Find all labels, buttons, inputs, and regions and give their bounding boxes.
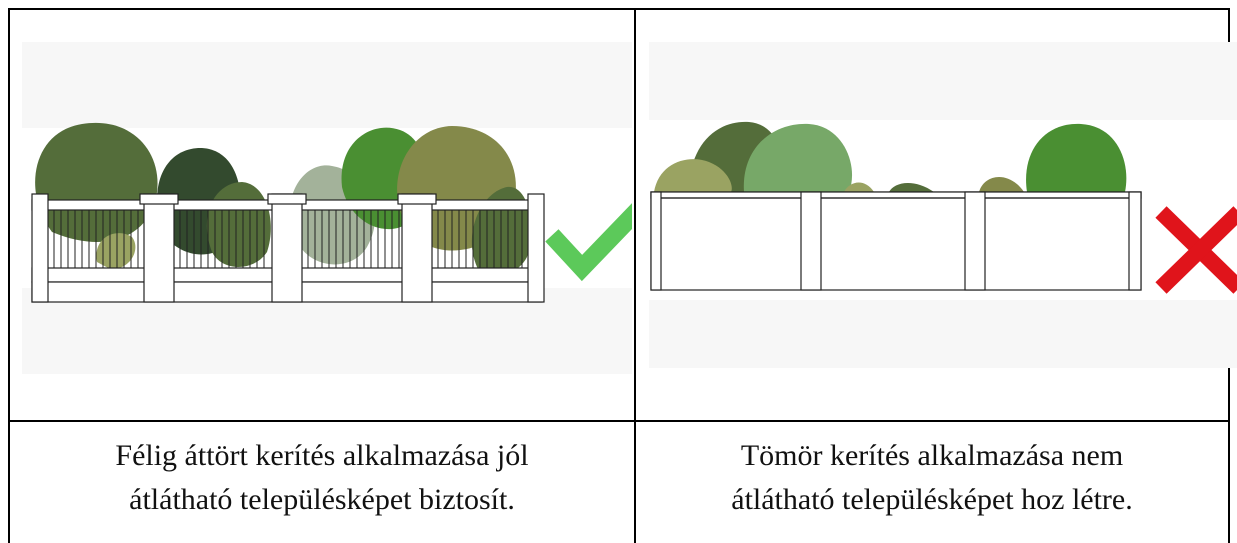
table-border-top: [8, 8, 1230, 10]
tree-small-1: [844, 182, 874, 192]
tree-small-2: [889, 182, 934, 192]
table-border-middle: [634, 8, 636, 543]
solid-fence-illustration: [649, 42, 1237, 368]
comparison-table: Félig áttört kerítés alkalmazása jól átl…: [8, 8, 1237, 543]
solid-fence: [650, 191, 1142, 291]
caption-left: Félig áttört kerítés alkalmazása jól átl…: [10, 434, 634, 522]
table-border-row: [8, 420, 1230, 422]
semi-open-fence: [31, 193, 545, 303]
caption-right: Tömör kerítés alkalmazása nem átlátható …: [636, 434, 1228, 522]
caption-right-line1: Tömör kerítés alkalmazása nem: [740, 439, 1124, 472]
cross-icon: [1155, 206, 1237, 294]
tree-khaki-small: [96, 233, 136, 270]
tree-yellowgreen: [654, 159, 732, 192]
caption-right-line2: átlátható településképet hoz létre.: [731, 483, 1133, 516]
table-border-left: [8, 8, 10, 543]
tree-olive-1: [35, 122, 158, 243]
caption-left-line2: átlátható településképet biztosít.: [129, 483, 515, 516]
tree-sage: [743, 123, 853, 192]
check-icon: [545, 203, 632, 282]
tree-green: [1026, 123, 1127, 192]
caption-left-line1: Félig áttört kerítés alkalmazása jól: [115, 439, 529, 472]
semi-open-fence-illustration: [22, 42, 632, 374]
tree-small-3: [979, 176, 1024, 192]
